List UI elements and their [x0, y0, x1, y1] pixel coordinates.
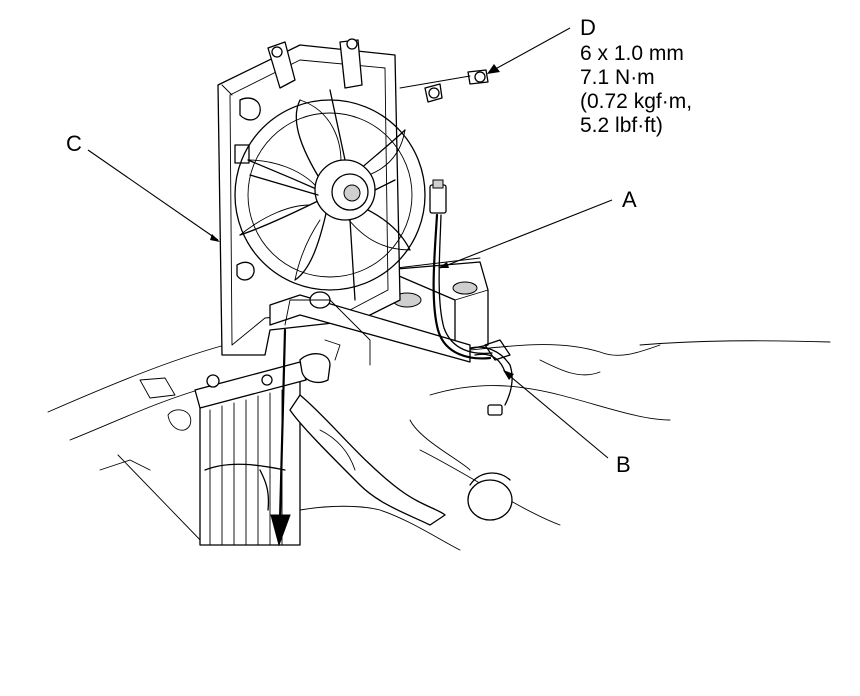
- label-c: C: [66, 131, 82, 156]
- radiator-hose: [289, 394, 513, 551]
- callout-c-label: C: [66, 132, 82, 156]
- lower-crossmember: [269, 291, 471, 383]
- callout-b-label: B: [616, 453, 631, 477]
- removal-arrow: [270, 328, 291, 547]
- engine-bay-outline: [47, 257, 831, 546]
- bolt-size: 6 x 1.0 mm: [580, 42, 684, 65]
- bolt-torque-lbf: 5.2 lbf·ft): [580, 114, 663, 137]
- bolt-spec-block: 6 x 1.0 mm 7.1 N·m (0.72 kgf·m, 5.2 lbf·…: [580, 42, 692, 138]
- leader-lines: [87, 27, 613, 459]
- bolt-torque-kgf: (0.72 kgf·m,: [580, 90, 693, 113]
- label-b: B: [616, 452, 631, 477]
- cooling-fan: [234, 89, 426, 301]
- label-a: A: [622, 187, 637, 212]
- fan-shroud: [217, 38, 401, 356]
- bolt-torque-nm: 7.1 N·m: [580, 66, 655, 89]
- radiator-core: [194, 361, 307, 546]
- wire-harness: [429, 179, 513, 416]
- callout-a-label: A: [622, 188, 637, 212]
- label-d: D: [580, 15, 596, 40]
- callout-d-label: D: [580, 16, 596, 40]
- bolts: [399, 69, 489, 103]
